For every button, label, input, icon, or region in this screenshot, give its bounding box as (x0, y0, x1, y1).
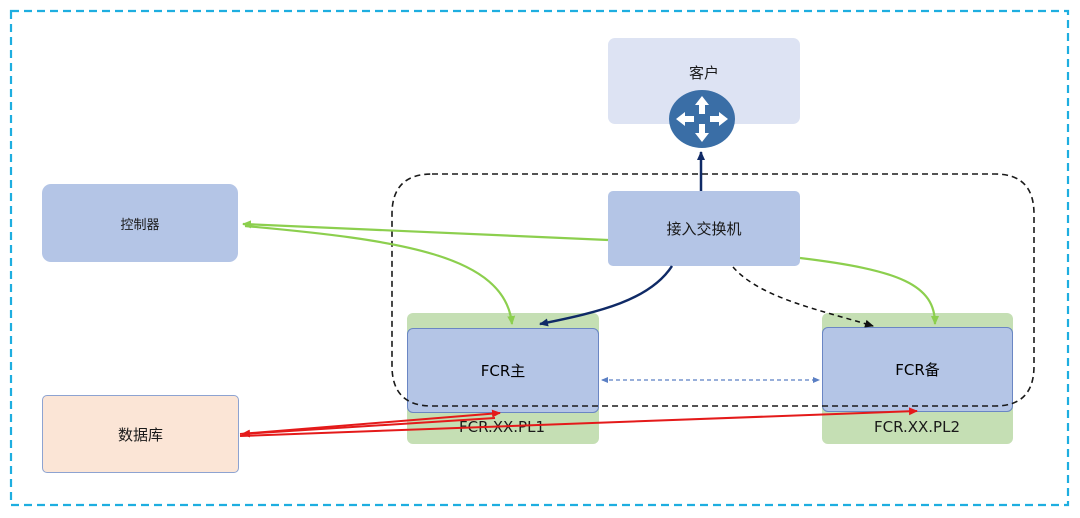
link-switch-to-controller (242, 220, 609, 242)
database-label: 数据库 (117, 425, 163, 444)
link-controller-to-fcr-main (244, 224, 516, 325)
fcr-main-label: FCR主 (480, 362, 526, 380)
client-label: 客户 (688, 64, 719, 82)
outer-boundary (9, 9, 1070, 507)
link-switch-to-fcr-backup (799, 256, 939, 325)
link-switch-to-fcr-main (539, 265, 674, 327)
controller-label: 控制器 (120, 217, 160, 233)
database-node: 数据库 (42, 395, 239, 473)
fcr-main-node: FCR主 (407, 328, 599, 413)
access-switch-label: 接入交换机 (666, 220, 742, 238)
controller-node: 控制器 (42, 184, 238, 262)
access-switch-node: 接入交换机 (608, 191, 800, 266)
router-icon (669, 90, 735, 148)
link-fcr-main-to-database (241, 417, 496, 438)
link-switch-to-fcr-backup-standby (732, 266, 874, 328)
ha-group-boundary (391, 173, 1035, 407)
fcr-backup-label: FCR备 (895, 361, 940, 379)
link-database-to-fcr-backup (239, 407, 918, 437)
pl2-label: FCR.XX.PL2 (873, 418, 961, 436)
